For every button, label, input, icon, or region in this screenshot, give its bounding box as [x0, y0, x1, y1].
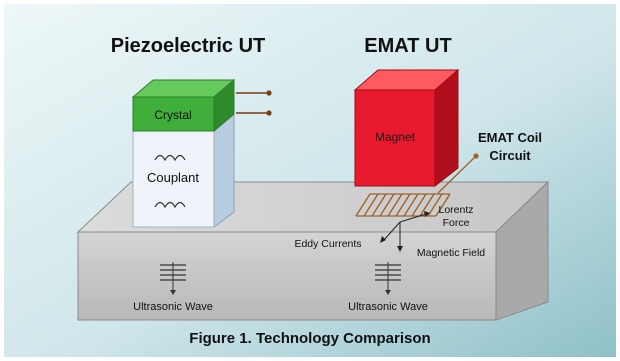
eddy-current-arrowhead [380, 236, 386, 243]
coil-winding-line [411, 193, 427, 217]
emat-ultrasonic-wave-icon [375, 262, 401, 295]
crystal-terminal-bottom [266, 110, 272, 116]
emat-coil-label-line1: EMAT Coil [478, 130, 542, 145]
coil-winding-line [379, 193, 395, 217]
emat-physics-annotations [380, 211, 430, 252]
magnetic-field-label: Magnetic Field [417, 247, 485, 259]
block-front-face [77, 231, 497, 321]
coil-winding-line [355, 193, 371, 217]
coil-winding-line [387, 193, 403, 217]
magnet-front-face [354, 89, 436, 187]
coil-winding-line [363, 193, 379, 217]
crystal-front-face [132, 96, 215, 132]
eddy-current-arrow [383, 221, 401, 241]
magnet-label: Magnet [375, 130, 416, 144]
lorentz-label-line1: Lorentz [438, 204, 473, 216]
lorentz-force-arrow [399, 213, 427, 223]
coil-lead-wire [437, 156, 476, 194]
coil-winding-line [403, 193, 419, 217]
coil-winding-line [419, 193, 435, 217]
crystal-terminal-top [266, 90, 272, 96]
piezo-wave-label: Ultrasonic Wave [133, 301, 213, 313]
coil-lead-terminal [473, 153, 479, 159]
emat-coil-label-line2: Circuit [489, 148, 531, 163]
magnet-block: Magnet [353, 68, 460, 188]
couplant-label: Couplant [147, 170, 199, 185]
emat-title: EMAT UT [364, 35, 451, 57]
magnetic-field-arrowhead [397, 246, 403, 252]
piezo-ultrasonic-wave-icon [160, 262, 186, 295]
figure-caption: Figure 1. Technology Comparison [189, 330, 430, 347]
piezo-title: Piezoelectric UT [111, 35, 266, 57]
coil-winding-line [427, 193, 443, 217]
couplant-wave-icon-top [154, 154, 186, 162]
lorentz-force-arrowhead [424, 211, 430, 217]
eddy-currents-label: Eddy Currents [294, 238, 361, 250]
coil-winding-line [435, 193, 451, 217]
emat-coil-windings [355, 193, 451, 217]
lorentz-label-line2: Force [443, 217, 470, 229]
emat-wave-label: Ultrasonic Wave [348, 301, 428, 313]
coil-winding-line [371, 193, 387, 217]
couplant-wave-icon-bottom [154, 201, 186, 209]
magnet-side-face [434, 68, 459, 188]
crystal-label: Crystal [154, 108, 191, 122]
emat-coil [355, 153, 479, 217]
coil-winding-line [395, 193, 411, 217]
couplant-side-face [213, 112, 235, 228]
piezo-transducer: Crystal Couplant [131, 78, 272, 228]
